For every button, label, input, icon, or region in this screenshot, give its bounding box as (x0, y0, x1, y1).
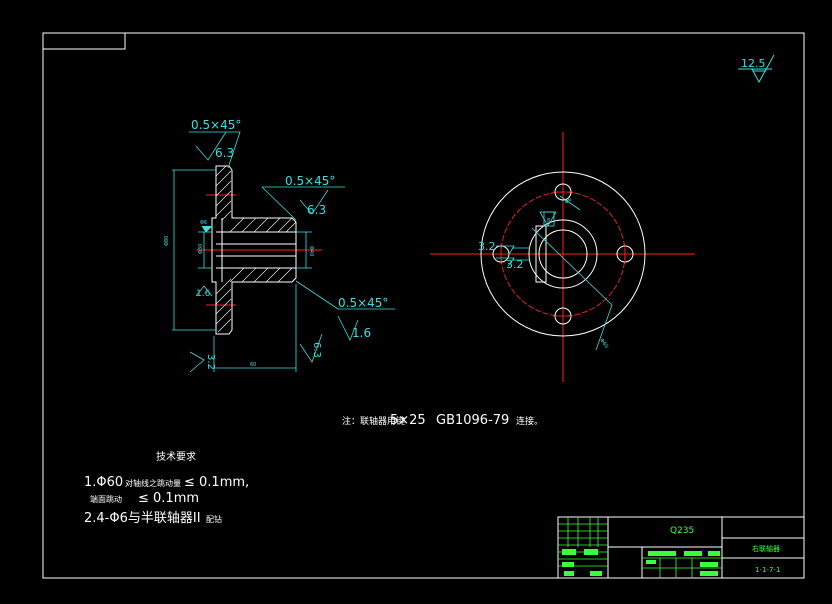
dim-key-label: 8 (547, 218, 550, 224)
side-roughness-symbols (189, 131, 359, 373)
flange-outline (211, 165, 297, 335)
code-box (42, 32, 126, 50)
dim-hole-label: Φ6 (564, 197, 573, 206)
roughness-top-right-label: 6.3 (307, 203, 326, 217)
roughness-bottom-mid-label: 6.3 (311, 342, 322, 358)
technical-requirements: 技术要求 1.Φ60 对轴线之跳动量 ≤ 0.1mm, 端面跳动 ≤ 0.1mm… (84, 450, 249, 526)
roughness-left-inner-label: 1.6 (196, 289, 211, 299)
svg-text:5×25: 5×25 (390, 413, 426, 428)
front-dimension-lines (496, 195, 613, 351)
svg-text:端面跳动: 端面跳动 (90, 494, 122, 504)
side-view: 0.5×45° 6.3 0.5×45° 6.3 0.5×45° 1.6 1.6 … (164, 118, 395, 373)
side-dimension-lines (172, 131, 395, 372)
general-roughness-symbol (738, 54, 775, 84)
svg-text:注：联轴器用键: 注：联轴器用键 (342, 415, 405, 427)
part-name-label: 右联轴器 (752, 544, 780, 553)
svg-text:对轴线之跳动量: 对轴线之跳动量 (125, 478, 181, 488)
svg-text:配钻: 配钻 (206, 514, 222, 524)
svg-text:≤ 0.1mm,: ≤ 0.1mm, (184, 475, 249, 490)
svg-text:2.4-Φ6与半联轴器II: 2.4-Φ6与半联轴器II (84, 511, 201, 526)
svg-text:GB1096-79: GB1096-79 (436, 413, 509, 428)
hub-circle (528, 219, 598, 289)
chamfer-bottom-right-label: 0.5×45° (338, 296, 388, 310)
general-roughness-value: 12.5 (741, 57, 766, 70)
flange-outer-circle (480, 171, 646, 337)
chamfer-top-right-label: 0.5×45° (285, 174, 335, 188)
bore-circle (538, 229, 588, 279)
tech-heading: 技术要求 (156, 450, 196, 463)
dim-hub-label: Φ40 (308, 246, 314, 256)
roughness-top-left-label: 6.3 (215, 146, 234, 160)
key-note: 注：联轴器用键 5×25 GB1096-79 连接。 (342, 413, 543, 428)
roughness-bottom-left-label: 3.2 (205, 354, 216, 370)
dim-bore-label: Φ30 (198, 244, 204, 254)
svg-text:连接。: 连接。 (516, 415, 543, 427)
dim-pcd-label: Φ60 (598, 338, 609, 350)
material-label: Q235 (670, 526, 694, 536)
dim-small-label: Φ6 (200, 220, 207, 226)
dim-length-label: 60 (250, 362, 256, 368)
keyway (535, 225, 547, 283)
svg-text:1.Φ60: 1.Φ60 (84, 475, 123, 490)
roughness-left-2-label: 3.2 (506, 258, 524, 271)
roughness-left-1-label: 3.2 (478, 240, 496, 253)
roughness-bottom-right-label: 1.6 (352, 326, 371, 340)
drawing-no-label: 1-1-7-1 (755, 566, 780, 574)
svg-text:≤ 0.1mm: ≤ 0.1mm (138, 491, 199, 506)
section-hatch (215, 165, 297, 333)
chamfer-top-left-label: 0.5×45° (191, 118, 241, 132)
title-block: Q235 右联轴器 1-1-7-1 (557, 516, 805, 579)
dim-outer-dia-label: Φ80 (164, 236, 170, 246)
sheet-border (42, 32, 805, 579)
front-view: 3.2 3.2 Φ60 Φ6 8 (430, 132, 695, 382)
